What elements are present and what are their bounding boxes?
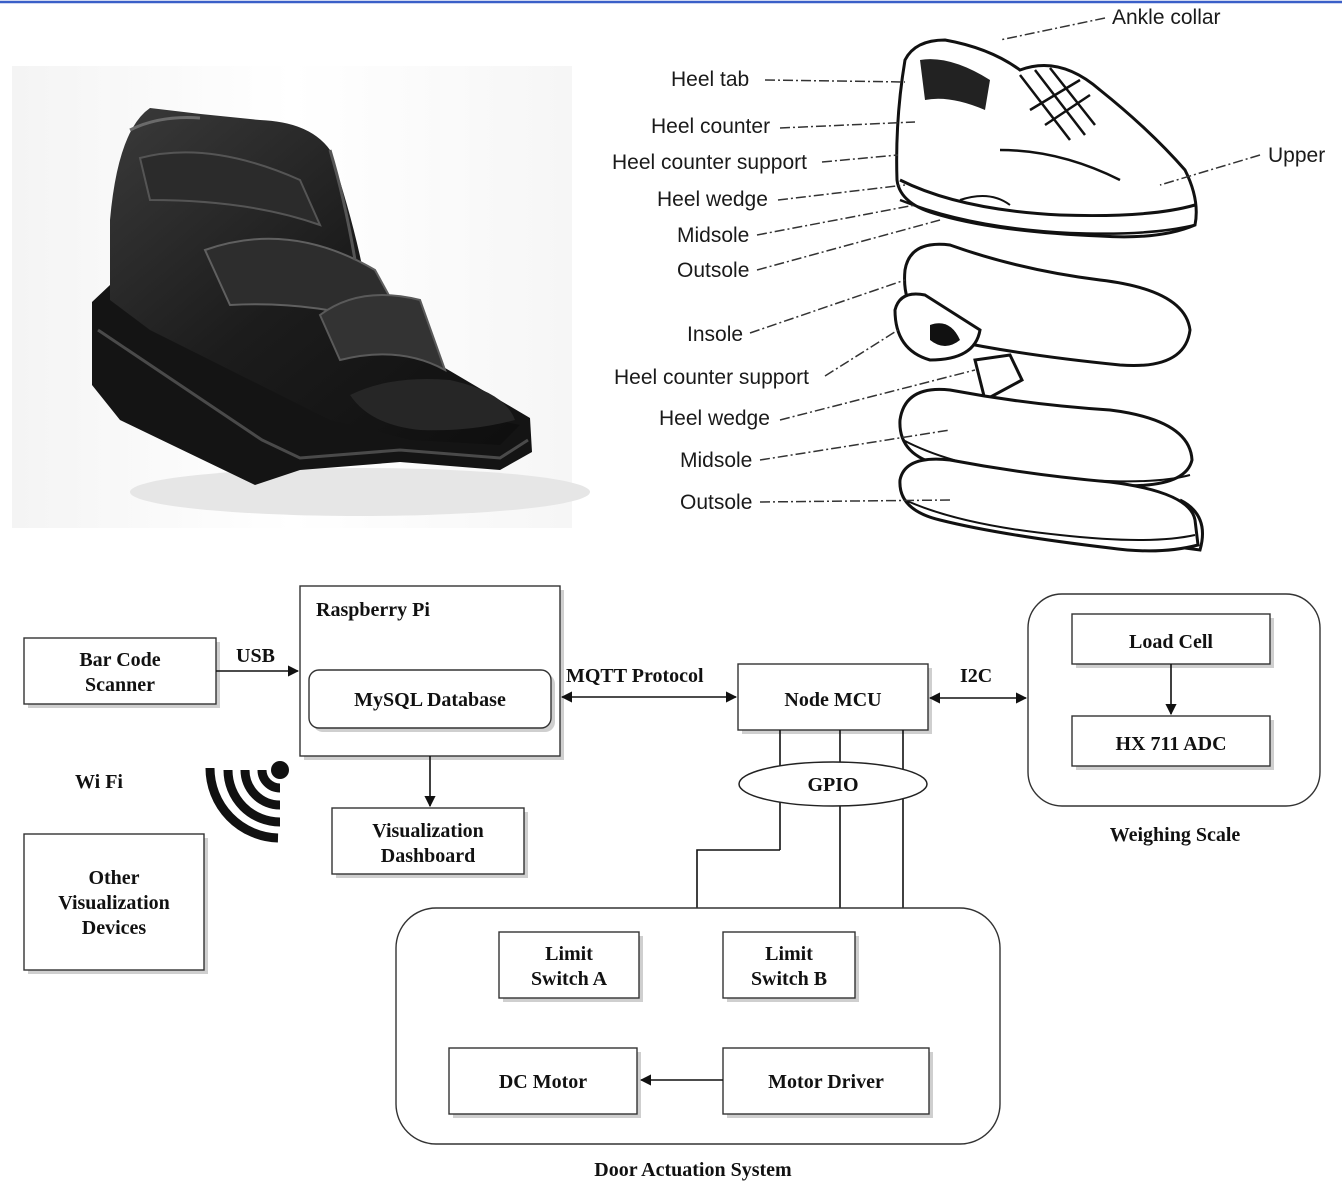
label-heel-wedge-lower: Heel wedge: [659, 407, 770, 430]
orthopedic-sandal-photo: [12, 66, 590, 528]
visualization-dashboard-label-1: Visualization: [372, 820, 484, 842]
label-insole: Insole: [687, 323, 743, 346]
usb-label: USB: [236, 645, 275, 667]
bar-code-scanner-label-1: Bar Code: [79, 649, 160, 671]
load-cell-label: Load Cell: [1129, 631, 1213, 653]
dc-motor-box: [448, 1047, 638, 1115]
gpio-label: GPIO: [807, 774, 858, 796]
dc-motor-label: DC Motor: [499, 1071, 587, 1093]
gpio-ellipse: [738, 761, 928, 807]
node-mcu-box: [737, 663, 929, 731]
limit-switch-b-label-1: Limit: [765, 943, 813, 965]
hx711-adc-label: HX 711 ADC: [1115, 733, 1226, 755]
shoe-anatomy-drawing: [749, 17, 1261, 553]
bar-code-scanner-label-2: Scanner: [85, 674, 155, 696]
mqtt-protocol-label: MQTT Protocol: [566, 665, 704, 687]
label-midsole-lower: Midsole: [680, 449, 752, 472]
label-outsole-upper: Outsole: [677, 259, 749, 282]
mysql-database-box: [308, 669, 552, 729]
label-ankle-collar: Ankle collar: [1112, 6, 1221, 29]
label-midsole-upper: Midsole: [677, 224, 749, 247]
node-mcu-label: Node MCU: [784, 689, 881, 711]
visualization-dashboard-box: [331, 807, 525, 875]
load-cell-box: [1071, 613, 1271, 665]
label-upper: Upper: [1268, 144, 1325, 167]
label-heel-counter-support-upper: Heel counter support: [612, 151, 807, 174]
other-devices-label-2: Visualization: [58, 892, 170, 914]
motor-driver-label: Motor Driver: [768, 1071, 884, 1093]
weighing-scale-label: Weighing Scale: [1110, 824, 1241, 846]
label-heel-wedge-upper: Heel wedge: [657, 188, 768, 211]
motor-driver-box: [722, 1047, 930, 1115]
label-outsole-lower: Outsole: [680, 491, 752, 514]
raspberry-pi-label: Raspberry Pi: [316, 599, 430, 621]
limit-switch-a-box: [498, 931, 640, 999]
bar-code-scanner-box: [23, 637, 217, 705]
i2c-label: I2C: [960, 665, 992, 687]
limit-switch-b-label-2: Switch B: [751, 968, 827, 990]
wifi-label: Wi Fi: [75, 771, 123, 793]
other-devices-label-3: Devices: [82, 917, 147, 939]
door-actuation-system-label: Door Actuation System: [594, 1159, 792, 1181]
limit-switch-b-box: [722, 931, 856, 999]
other-visualization-devices-box: [23, 833, 205, 971]
limit-switch-a-label-1: Limit: [545, 943, 593, 965]
limit-switch-a-label-2: Switch A: [531, 968, 608, 990]
other-devices-label-1: Other: [88, 867, 139, 889]
visualization-dashboard-label-2: Dashboard: [381, 845, 475, 867]
label-heel-counter-support-lower: Heel counter support: [614, 366, 809, 389]
label-heel-counter: Heel counter: [651, 115, 770, 138]
mysql-database-label: MySQL Database: [354, 689, 506, 711]
wifi-icon: [205, 761, 289, 843]
label-heel-tab: Heel tab: [671, 68, 749, 91]
hx711-adc-box: [1071, 715, 1271, 767]
